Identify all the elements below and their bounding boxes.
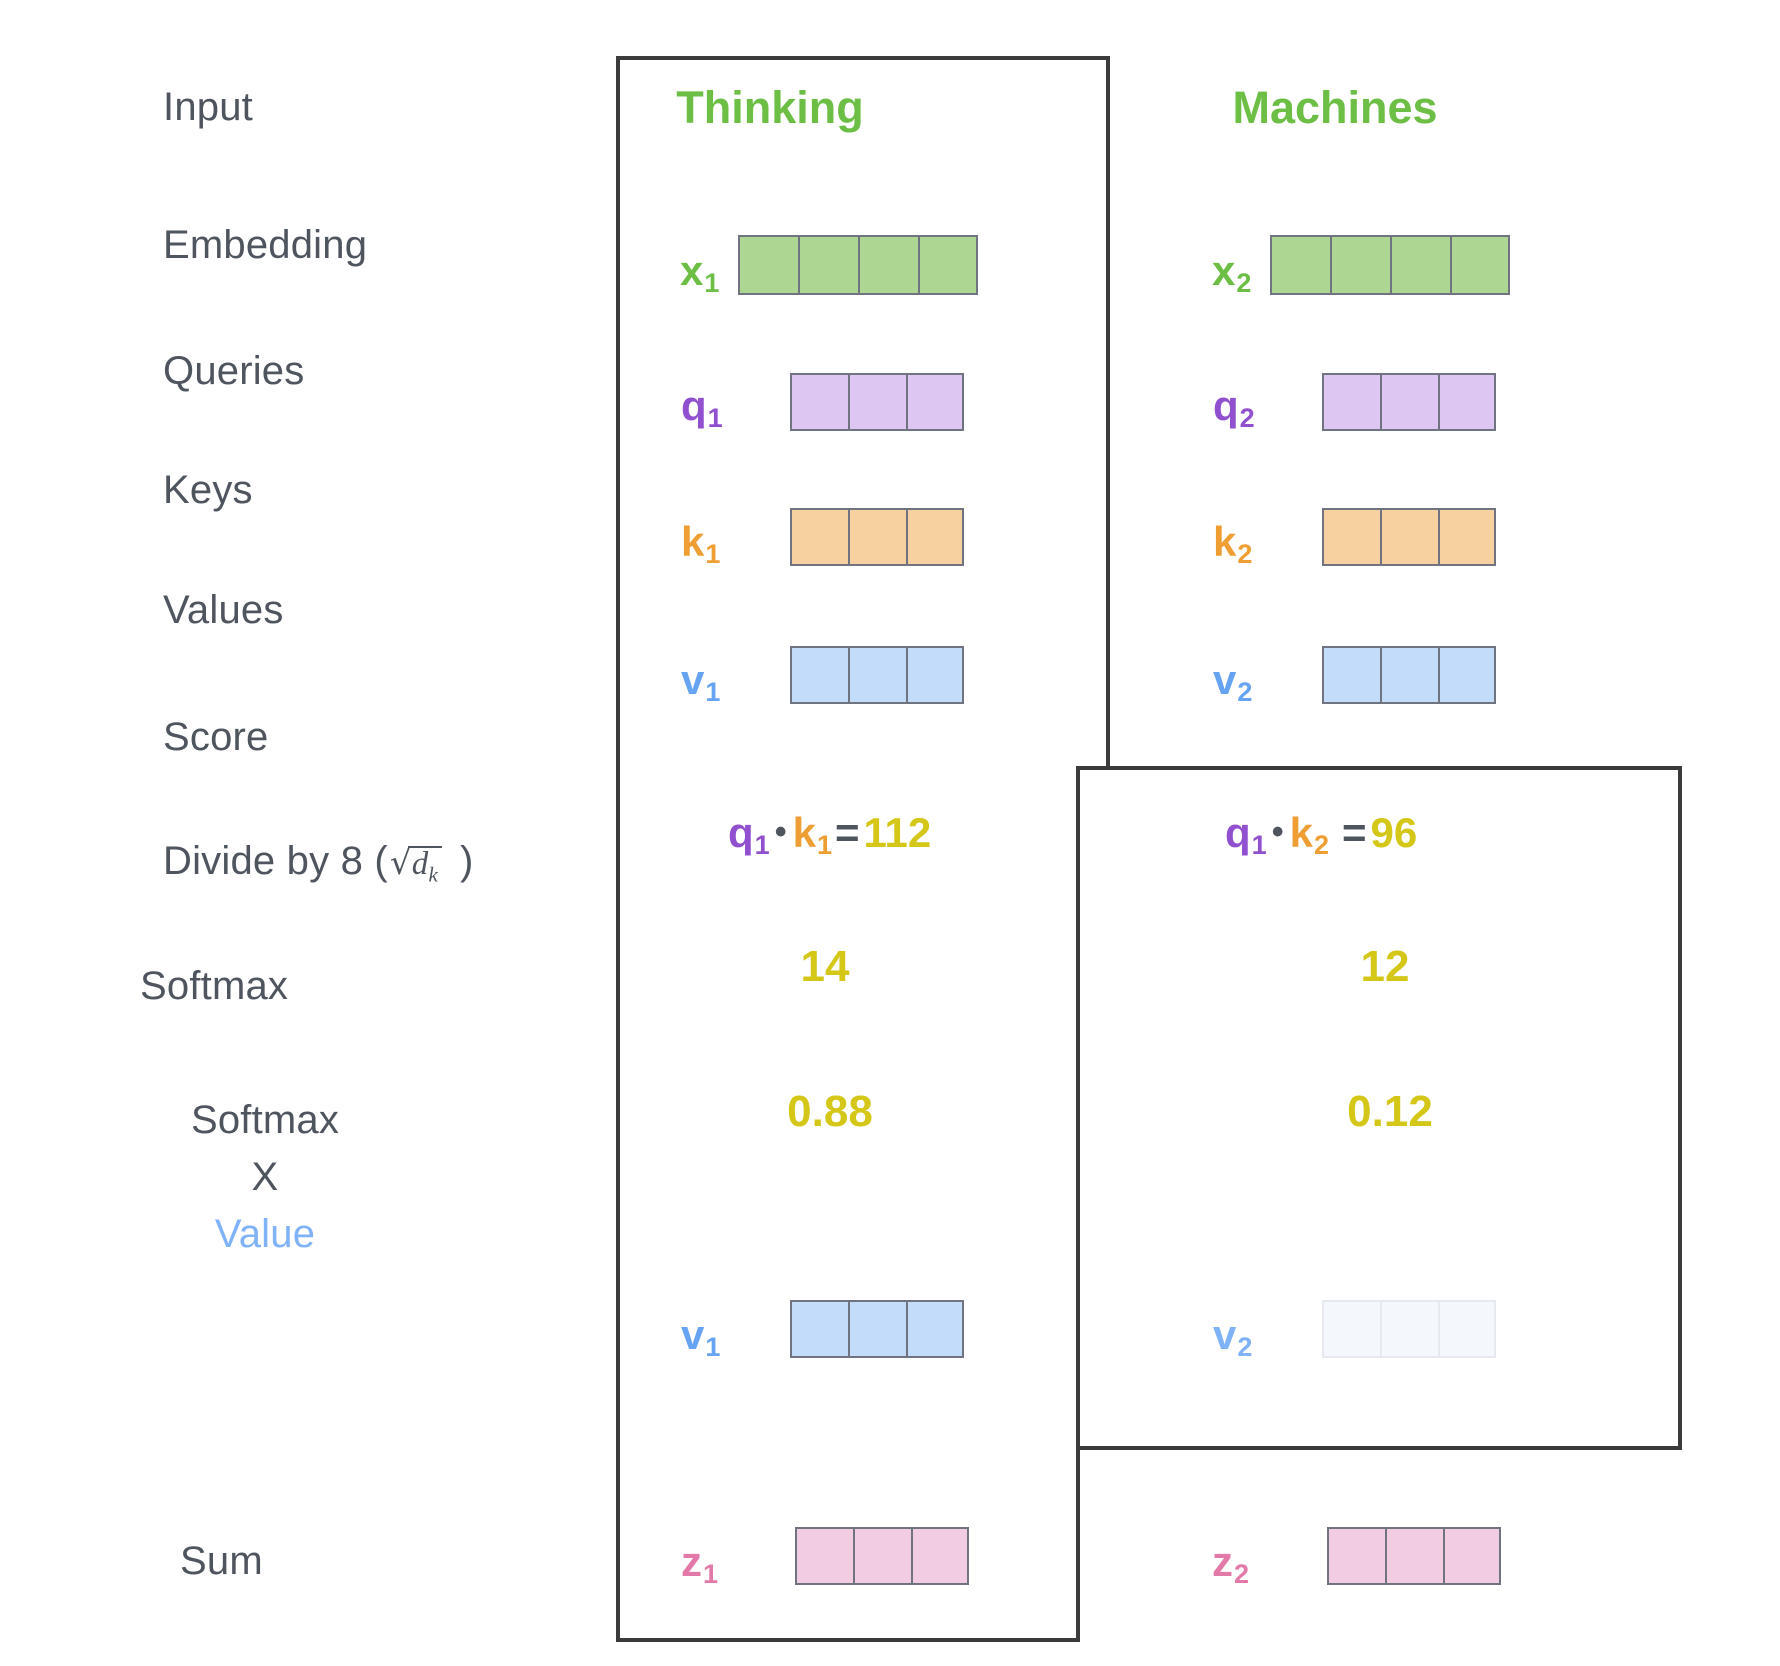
softmax-x-value-line-1: Softmax (190, 1098, 340, 1142)
radical-sign: √ (389, 843, 412, 883)
cell (853, 1527, 911, 1585)
softmax-value-col2: 0.12 (1347, 1087, 1433, 1136)
softmax-x-value-line-3: Value (214, 1211, 316, 1256)
row-label-queries: Queries (163, 349, 305, 393)
row-label-embedding: Embedding (163, 223, 368, 267)
cell (848, 1300, 906, 1358)
cell (906, 373, 964, 431)
cell (911, 1527, 969, 1585)
vector-cells-k1 (790, 508, 964, 566)
cell (738, 235, 798, 295)
equals-sign: = (1341, 809, 1367, 856)
score-k-term: k1 (792, 809, 832, 860)
row-label-softmax: Softmax (140, 964, 289, 1008)
divide-value-col1: 14 (800, 942, 850, 991)
vector-label-k2: k2 (1213, 518, 1253, 569)
score-q-term: q1 (728, 809, 770, 860)
row-label-sum: Sum (180, 1539, 263, 1583)
vector-cells-x2 (1270, 235, 1510, 295)
vector-label-x2: x2 (1212, 247, 1252, 298)
cell (1380, 646, 1438, 704)
vector-label-softmax-v2: v2 (1213, 1311, 1253, 1362)
cell (1270, 235, 1330, 295)
cell (1385, 1527, 1443, 1585)
score-value: 112 (863, 809, 932, 856)
cell (858, 235, 918, 295)
cell (906, 646, 964, 704)
row-label-divide-by-8: Divide by 8 (√dk) (163, 838, 474, 887)
row-label-values: Values (163, 588, 284, 632)
cell (790, 646, 848, 704)
score-value: 96 (1370, 809, 1418, 856)
cell (1380, 508, 1438, 566)
cell (918, 235, 978, 295)
cell (1322, 373, 1380, 431)
cell (848, 508, 906, 566)
divide-label-prefix: Divide by 8 ( (163, 839, 388, 883)
divide-label-suffix: ) (460, 839, 474, 883)
divide-value-col2: 12 (1360, 942, 1410, 991)
row-label-keys: Keys (163, 468, 253, 512)
cell (1438, 508, 1496, 566)
vector-cells-v1 (790, 646, 964, 704)
row-label-input: Input (163, 85, 253, 129)
cell (848, 373, 906, 431)
cell (1380, 1300, 1438, 1358)
equals-sign: = (834, 809, 860, 856)
cell (1380, 373, 1438, 431)
column-heading-machines: Machines (1232, 82, 1438, 133)
cell (790, 1300, 848, 1358)
cell (1322, 1300, 1380, 1358)
cell (1438, 373, 1496, 431)
vector-label-q2: q2 (1213, 382, 1255, 433)
cell (795, 1527, 853, 1585)
row-label-score: Score (163, 715, 269, 759)
vector-label-v1: v1 (681, 656, 721, 707)
cell (798, 235, 858, 295)
vector-cells-q2 (1322, 373, 1496, 431)
cell (848, 646, 906, 704)
vector-label-q1: q1 (681, 382, 723, 433)
dot-product-icon: • (1271, 813, 1284, 851)
radical-base: d (411, 846, 429, 882)
cell (1450, 235, 1510, 295)
score-expression-col1: q1•k1=112 (728, 809, 932, 860)
cell (1322, 646, 1380, 704)
column-heading-thinking: Thinking (676, 82, 864, 133)
softmax-value-col1: 0.88 (787, 1087, 873, 1136)
cell (906, 1300, 964, 1358)
score-q-term: q1 (1225, 809, 1267, 860)
vector-label-v2: v2 (1213, 656, 1253, 707)
vector-label-softmax-v1: v1 (681, 1311, 721, 1362)
cell (1330, 235, 1390, 295)
vector-cells-x1 (738, 235, 978, 295)
vector-cells-v2 (1322, 646, 1496, 704)
vector-cells-z1 (795, 1527, 969, 1585)
score-expression-col2: q1•k2 =96 (1225, 809, 1418, 860)
cell (1390, 235, 1450, 295)
vector-cells-q1 (790, 373, 964, 431)
vector-label-x1: x1 (680, 247, 720, 298)
row-label-softmax-times-value: Softmax X Value (140, 1092, 390, 1262)
vector-cells-z2 (1327, 1527, 1501, 1585)
sqrt-dk-icon: √dk (388, 843, 442, 887)
cell (1438, 1300, 1496, 1358)
cell (790, 508, 848, 566)
vector-label-z2: z2 (1212, 1538, 1250, 1589)
vector-label-z1: z1 (681, 1538, 719, 1589)
vector-cells-softmax-v1 (790, 1300, 964, 1358)
cell (1438, 646, 1496, 704)
dot-product-icon: • (774, 813, 787, 851)
softmax-x-value-line-2: X (251, 1154, 279, 1199)
cell (1443, 1527, 1501, 1585)
vector-cells-k2 (1322, 508, 1496, 566)
cell (790, 373, 848, 431)
cell (1327, 1527, 1385, 1585)
radical-subscript: k (428, 862, 439, 887)
cell (1322, 508, 1380, 566)
vector-cells-softmax-v2 (1322, 1300, 1496, 1358)
cell (906, 508, 964, 566)
vector-label-k1: k1 (681, 518, 721, 569)
score-k-term: k2 (1289, 809, 1329, 860)
